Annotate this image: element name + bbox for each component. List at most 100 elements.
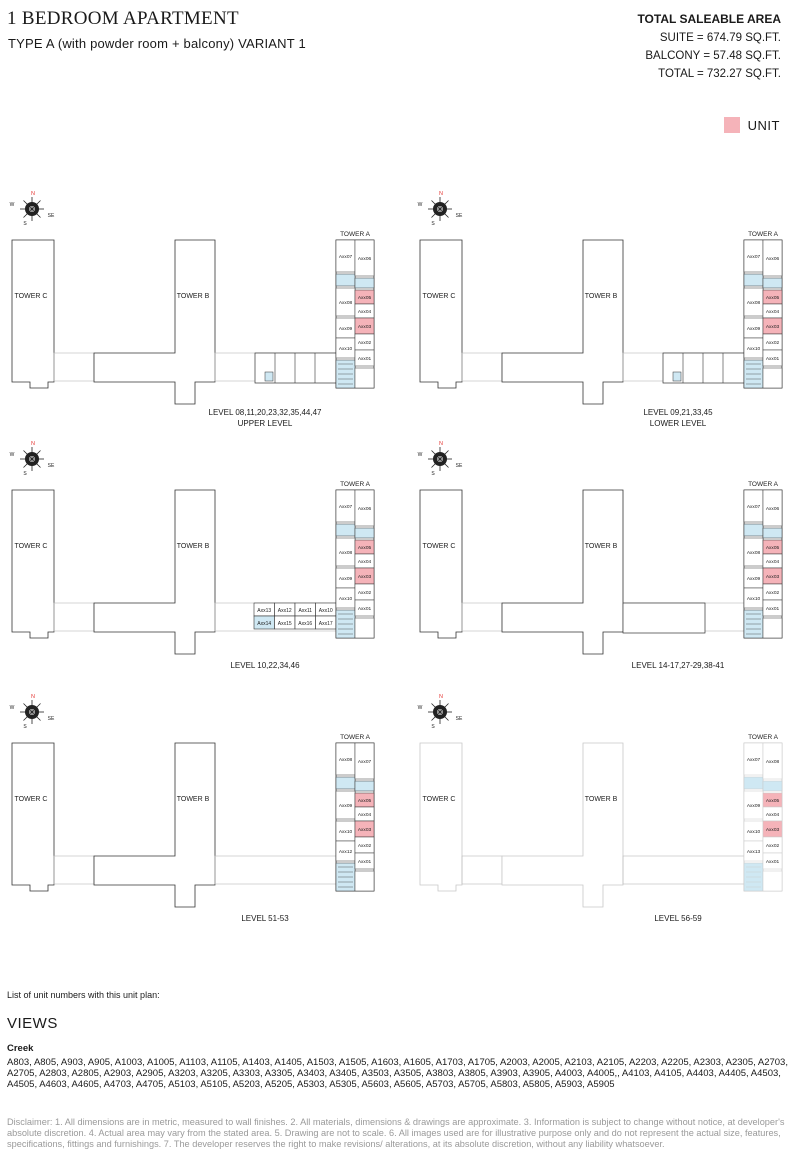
compass-s: S xyxy=(23,724,27,730)
compass-e: SE xyxy=(48,463,55,469)
tower-c-outline xyxy=(11,489,55,639)
tower-a-unit-label: Axx13 xyxy=(747,849,761,855)
tower-c-label: TOWER C xyxy=(423,796,456,803)
core-shading xyxy=(354,527,375,539)
tower-a-unit-label: Axx12 xyxy=(339,849,353,855)
tower-b-outline xyxy=(93,239,216,405)
tower-a-unit xyxy=(354,742,375,780)
tower-a-unit-label: Axx09 xyxy=(747,803,761,809)
tower-a-unit xyxy=(762,742,783,780)
compass-s: S xyxy=(431,221,435,227)
tower-a-unit-label: Axx05 xyxy=(766,798,780,804)
tower-a-unit-label: Axx01 xyxy=(766,606,780,612)
wing-unit-label: Axx16 xyxy=(298,621,312,627)
tower-b-outline xyxy=(93,489,216,655)
compass-w: W xyxy=(10,202,15,208)
tower-a-unit xyxy=(762,852,783,870)
core-shading xyxy=(762,780,783,792)
tower-a-unit-label: Axx03 xyxy=(358,324,372,330)
wing-unit-label: Axx11 xyxy=(298,608,312,614)
tower-a-unit-label: Axx09 xyxy=(339,803,353,809)
unit-numbers: A803, A805, A903, A905, A1003, A1005, A1… xyxy=(7,1057,788,1090)
compass-s: S xyxy=(23,471,27,477)
plan-caption: LEVEL 10,22,34,46 xyxy=(165,660,365,671)
core-shading xyxy=(743,776,764,790)
tower-c-outline xyxy=(419,239,463,389)
tower-a-unit-label: Axx05 xyxy=(766,295,780,301)
compass-e: SE xyxy=(48,716,55,722)
plan-level: LEVEL 14-17,27-29,38-41 xyxy=(631,661,725,670)
core-shading xyxy=(335,776,356,790)
tower-a-label: TOWER A xyxy=(340,231,371,238)
area-suite: SUITE = 674.79 SQ.FT. xyxy=(659,32,781,44)
compass-w: W xyxy=(10,705,15,711)
tower-c-outline xyxy=(419,742,463,892)
tower-a-unit xyxy=(762,367,783,389)
tower-a-unit-label: Axx09 xyxy=(339,576,353,582)
tower-a-unit-label: Axx06 xyxy=(358,506,372,512)
tower-a-unit xyxy=(762,239,783,277)
compass-n: N xyxy=(439,191,443,197)
tower-a-unit-label: Axx03 xyxy=(766,827,780,833)
plan-level: LEVEL 08,11,20,23,32,35,44,47 xyxy=(208,408,322,417)
tower-a-unit-label: Axx08 xyxy=(747,300,761,306)
view-name: Creek xyxy=(7,1043,34,1054)
tower-a-unit xyxy=(354,349,375,367)
views-heading: VIEWS xyxy=(7,1015,58,1032)
tower-a-unit-label: Axx03 xyxy=(358,827,372,833)
compass-e: SE xyxy=(456,463,463,469)
tower-a-unit-label: Axx04 xyxy=(766,812,780,818)
tower-a-unit-label: Axx02 xyxy=(358,843,372,849)
plan-level-type: UPPER LEVEL xyxy=(237,419,293,428)
tower-b-outline xyxy=(501,239,624,405)
tower-b-label: TOWER B xyxy=(177,796,210,803)
tower-a-unit-label: Axx10 xyxy=(747,829,761,835)
tower-a-unit-label: Axx06 xyxy=(766,506,780,512)
tower-c-label: TOWER C xyxy=(15,543,48,550)
wing-unit-label: Axx13 xyxy=(257,608,271,614)
wing-unit-label: Axx14 xyxy=(257,621,271,627)
corridor-c-b xyxy=(461,352,503,382)
legend-label: UNIT xyxy=(747,117,780,133)
tower-a-unit xyxy=(762,617,783,639)
wing-block xyxy=(622,602,706,634)
tower-a-unit-label: Axx09 xyxy=(339,326,353,332)
tower-a-unit-label: Axx10 xyxy=(339,596,353,602)
wing-unit-label: Axx17 xyxy=(319,621,333,627)
tower-a-unit-label: Axx05 xyxy=(766,545,780,551)
wing-unit-label: Axx10 xyxy=(319,608,333,614)
tower-b-outline xyxy=(501,489,624,655)
tower-a-unit-label: Axx03 xyxy=(358,574,372,580)
disclaimer: Disclaimer: 1. All dimensions are in met… xyxy=(7,1117,785,1149)
core-shading xyxy=(743,273,764,287)
core-shading xyxy=(743,523,764,537)
compass-n: N xyxy=(31,191,35,197)
tower-a-unit-label: Axx05 xyxy=(358,545,372,551)
tower-a-unit-label: Axx10 xyxy=(339,346,353,352)
unit-list-label: List of unit numbers with this unit plan… xyxy=(7,990,160,1000)
corridor-c-b xyxy=(53,352,95,382)
area-total: TOTAL = 732.27 SQ.FT. xyxy=(658,68,781,80)
tower-a-unit-label: Axx05 xyxy=(358,798,372,804)
tower-a-unit xyxy=(354,870,375,892)
compass-e: SE xyxy=(456,213,463,219)
tower-a-unit-label: Axx08 xyxy=(339,757,353,763)
area-balcony: BALCONY = 57.48 SQ.FT. xyxy=(645,50,781,62)
tower-a-unit-label: Axx06 xyxy=(766,256,780,262)
wing-core xyxy=(264,371,274,382)
